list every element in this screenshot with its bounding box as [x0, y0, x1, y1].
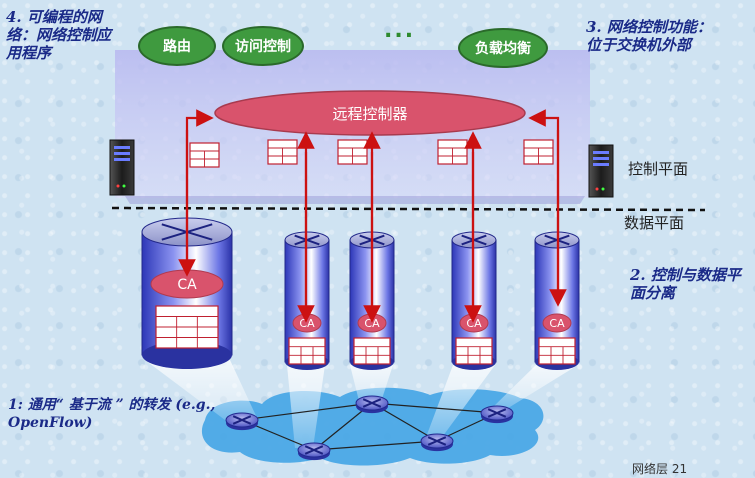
- cloud-router-icon: [355, 395, 389, 414]
- programmable-network-label: 4. 可编程的网络：网络控制应用程序: [6, 8, 112, 62]
- beam-group: [145, 360, 578, 448]
- control-flow-table: [437, 139, 468, 165]
- control-flow-table: [267, 139, 298, 165]
- cloud-router-icon: [297, 442, 331, 461]
- separation-label: 2. 控制与数据平面分离: [630, 266, 741, 302]
- app-routing[interactable]: 路由: [138, 26, 216, 66]
- app-access-control[interactable]: 访问控制: [222, 26, 304, 66]
- switch-flow-table: [155, 305, 219, 349]
- switch-flow-table: [455, 337, 493, 365]
- generic-forwarding-label: 1: 通用“ 基于流 ” 的转发 (e.g., OpenFlow): [8, 397, 216, 431]
- ca-label: CA: [549, 317, 565, 330]
- control-flow-table: [523, 139, 554, 165]
- switch-flow-table: [353, 337, 391, 365]
- footer-label: 网络层 21: [632, 462, 688, 476]
- more-apps-ellipsis: ...: [384, 18, 416, 43]
- app-access-control-label: 访问控制: [235, 39, 291, 55]
- ca-label: CA: [177, 277, 197, 293]
- controller-label: 远程控制器: [332, 105, 407, 123]
- app-load-balancing-label: 负载均衡: [475, 41, 531, 57]
- ca-label: CA: [299, 317, 315, 330]
- ca-label: CA: [364, 317, 380, 330]
- switch-flow-table: [288, 337, 326, 365]
- switch-small: CA: [284, 231, 330, 370]
- server-icon: [588, 144, 614, 198]
- ca-label: CA: [466, 317, 482, 330]
- control-plane-label: 控制平面: [628, 160, 689, 178]
- server-icon: [109, 139, 135, 196]
- control-flow-table: [189, 142, 220, 168]
- app-load-balancing[interactable]: 负载均衡: [458, 28, 548, 68]
- external-control-label: 3. 网络控制功能：位于交换机外部: [586, 18, 712, 54]
- ca-agent: [542, 313, 572, 333]
- cloud-router-icon: [420, 433, 454, 452]
- switch-flow-table: [538, 337, 576, 365]
- data-plane-label: 数据平面: [624, 214, 685, 232]
- control-flow-table: [337, 139, 368, 165]
- cloud-router-icon: [480, 405, 514, 424]
- app-routing-label: 路由: [163, 39, 191, 55]
- plane-divider: [111, 206, 706, 212]
- control-plane-band-shadow: [125, 196, 585, 204]
- cloud-router-icon: [225, 412, 259, 431]
